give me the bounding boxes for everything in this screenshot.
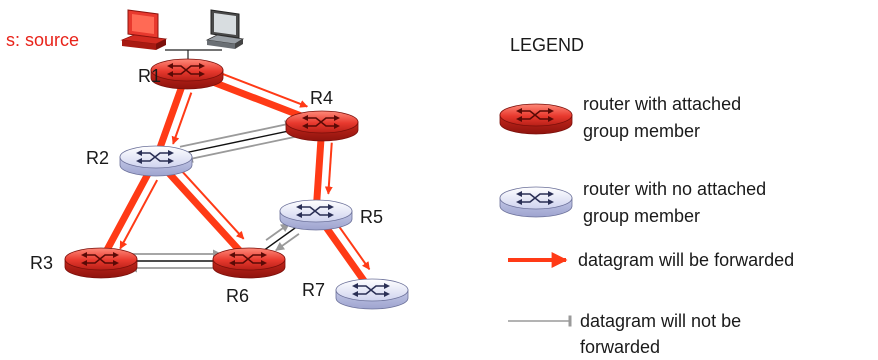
router-label-r1: R1 [138, 66, 161, 86]
routers [64, 58, 409, 310]
forward-arrow-r4-r5 [324, 142, 333, 195]
legend-nonmember-router-icon [499, 186, 573, 218]
router-label-r5: R5 [360, 207, 383, 227]
router-r2-icon [119, 145, 193, 177]
router-r7-icon [335, 278, 409, 310]
router-label-r4: R4 [310, 88, 333, 108]
legend-nonmember-router-text-2: group member [583, 206, 700, 226]
hosts [120, 9, 245, 62]
blocked-arrow-r2-r4 [179, 120, 295, 148]
legend-member-router-text-1: router with attached [583, 94, 741, 114]
forward-path-r2-r6 [152, 155, 253, 265]
router-label-r2: R2 [86, 148, 109, 168]
legend-member-router-text-2: group member [583, 121, 700, 141]
legend-nonmember-router-text-1: router with no attached [583, 179, 766, 199]
router-r3-icon [64, 247, 138, 279]
forward-arrow-r2-r3 [119, 179, 159, 250]
router-r1-icon [150, 58, 224, 90]
forward-arrow-r2-r6 [175, 164, 245, 240]
router-r6-icon [212, 247, 286, 279]
forward-arrow-r5-r7 [334, 220, 371, 270]
source-computer-icon [120, 9, 168, 50]
source-label: s: source [6, 30, 79, 50]
forward-arrow-r1-r2 [171, 92, 193, 145]
router-label-r6: R6 [226, 286, 249, 306]
blocked-arrow-r6-r5 [265, 222, 290, 241]
legend-title: LEGEND [510, 35, 584, 55]
legend: LEGEND router with attached group member… [499, 35, 794, 357]
router-label-r3: R3 [30, 253, 53, 273]
legend-forwarded-text: datagram will be forwarded [578, 250, 794, 270]
legend-member-router-icon [499, 103, 573, 135]
host-computer-icon [205, 9, 245, 49]
forward-arrow-r1-r4 [207, 67, 309, 108]
router-label-r7: R7 [302, 280, 325, 300]
router-r5-icon [279, 199, 353, 231]
blocked-arrow-r5-r6 [275, 233, 300, 252]
blocked-arrow-r4-r2 [183, 135, 299, 163]
router-r4-icon [285, 110, 359, 142]
legend-not-forwarded-text-1: datagram will not be [580, 311, 741, 331]
legend-not-forwarded-text-2: forwarded [580, 337, 660, 357]
